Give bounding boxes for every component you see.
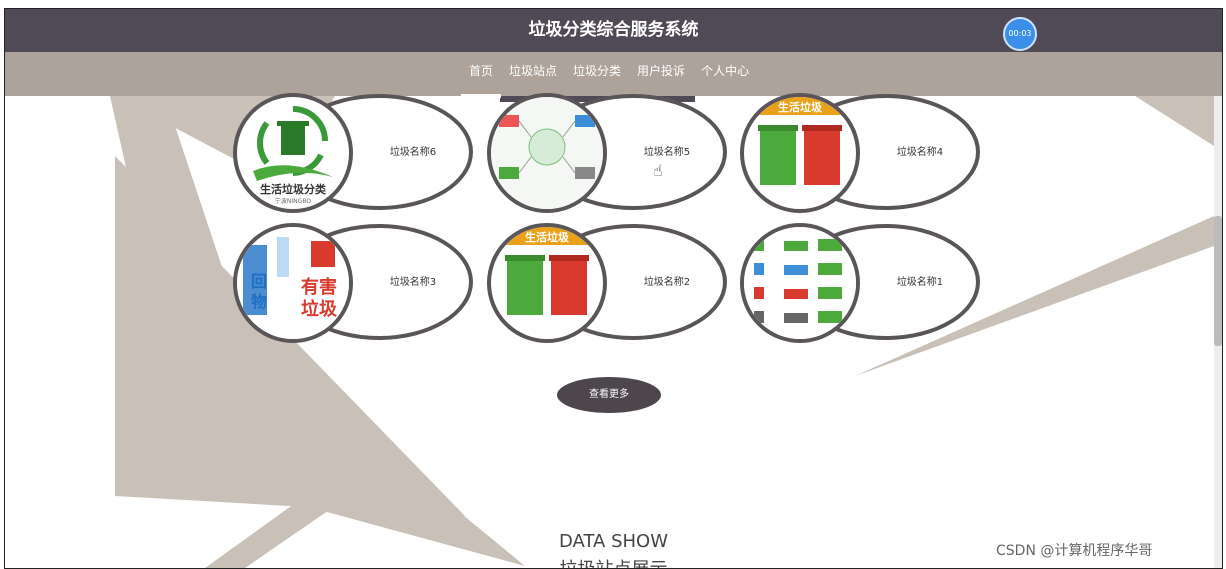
- bins-icon: 生活垃圾: [744, 97, 856, 185]
- nav-profile[interactable]: 个人中心: [701, 64, 750, 78]
- card-image[interactable]: 回 物 有害 垃圾: [233, 223, 353, 343]
- nav-stations[interactable]: 垃圾站点: [509, 64, 558, 78]
- svg-text:生活垃圾分类: 生活垃圾分类: [260, 182, 327, 196]
- card-image[interactable]: 生活垃圾: [487, 223, 607, 343]
- nav-complaints[interactable]: 用户投诉: [637, 64, 686, 78]
- scrollbar-thumb[interactable]: [1214, 216, 1222, 346]
- card-image[interactable]: [740, 223, 860, 343]
- sorting-diagram-icon: [491, 97, 603, 209]
- watermark: CSDN @计算机程序华哥: [996, 543, 1153, 559]
- card-label: 垃圾名称6: [389, 147, 437, 158]
- svg-text:有害: 有害: [301, 276, 337, 298]
- app-title: 垃圾分类综合服务系统: [528, 20, 699, 40]
- nav-classification[interactable]: 垃圾分类: [573, 64, 622, 78]
- section-subtitle: 垃圾站点展示: [5, 555, 1222, 568]
- hand-cursor-icon: ☝: [653, 161, 663, 180]
- garbage-card[interactable]: 垃圾名称5: [487, 93, 727, 213]
- vertical-scrollbar[interactable]: [1214, 96, 1222, 568]
- app-header: 垃圾分类综合服务系统 00:03: [5, 9, 1222, 52]
- section-title: DATA SHOW: [558, 531, 669, 552]
- card-image[interactable]: 生活垃圾分类 宁波NINGBO: [233, 93, 353, 213]
- browser-viewport: 垃圾分类综合服务系统 00:03 首页 垃圾站点 垃圾分类 用户投诉 个人中心 …: [4, 8, 1223, 569]
- card-label: 垃圾名称2: [643, 277, 691, 288]
- svg-text:物: 物: [251, 292, 267, 311]
- card-label: 垃圾名称5: [643, 147, 691, 158]
- svg-text:宁波NINGBO: 宁波NINGBO: [275, 197, 311, 205]
- bins-icon: 生活垃圾: [491, 227, 603, 315]
- recycle-bin-icon: 生活垃圾分类 宁波NINGBO: [253, 106, 333, 205]
- garbage-card[interactable]: 垃圾名称1: [740, 223, 980, 343]
- card-image[interactable]: [487, 93, 607, 213]
- nav-home[interactable]: 首页: [461, 52, 502, 98]
- card-label: 垃圾名称3: [389, 277, 437, 288]
- garbage-card[interactable]: 生活垃圾分类 宁波NINGBO 垃圾名称6: [233, 93, 473, 213]
- svg-text:回: 回: [251, 272, 267, 291]
- hazardous-waste-icon: 回 物 有害 垃圾: [237, 227, 349, 339]
- garbage-card[interactable]: 生活垃圾 垃圾名称4: [740, 93, 980, 213]
- card-image[interactable]: 生活垃圾: [740, 93, 860, 213]
- garbage-card[interactable]: 回 物 有害 垃圾 垃圾名称3: [233, 223, 473, 343]
- garbage-card[interactable]: 生活垃圾 垃圾名称2: [487, 223, 727, 343]
- main-nav: 首页 垃圾站点 垃圾分类 用户投诉 个人中心: [5, 52, 1222, 98]
- bins-to-trucks-icon: [744, 227, 856, 339]
- view-more-button[interactable]: 查看更多: [557, 377, 661, 413]
- timer-badge: 00:03: [1003, 17, 1037, 51]
- card-label: 垃圾名称1: [896, 277, 944, 288]
- svg-text:生活垃圾: 生活垃圾: [525, 230, 570, 244]
- svg-text:垃圾: 垃圾: [301, 298, 338, 320]
- card-label: 垃圾名称4: [896, 147, 944, 158]
- svg-text:生活垃圾: 生活垃圾: [778, 100, 823, 114]
